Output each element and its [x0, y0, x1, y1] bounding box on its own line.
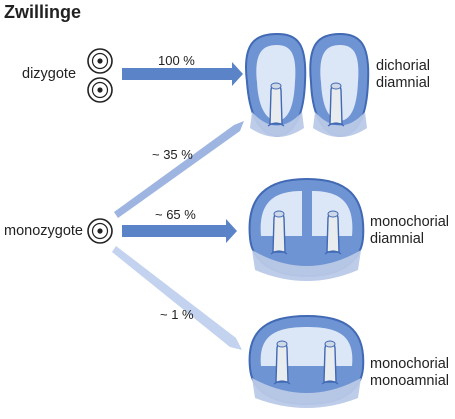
percent-monozygote-dichorial: ~ 35 % — [152, 147, 193, 162]
outcome-monochorial-monoamnial-label: monochorial monoamnial — [370, 356, 449, 390]
dizygote-cell-top-icon — [87, 48, 113, 74]
monozygote-cell-icon — [87, 218, 113, 244]
outcome-label-line1: monochorial — [370, 356, 449, 372]
percent-monozygote-monoamnial: ~ 1 % — [160, 307, 194, 322]
outcome-label-line1: dichorial — [376, 58, 430, 74]
percent-dizygote-dichorial: 100 % — [158, 53, 195, 68]
monozygote-label: monozygote — [4, 223, 83, 239]
outcome-label-line2: monoamnial — [370, 373, 449, 389]
arrow-monozygote-to-dichorial — [114, 121, 244, 218]
outcome-label-line2: diamnial — [370, 231, 424, 247]
arrow-monozygote-to-monochorial-diamnial — [122, 219, 237, 243]
outcome-label-line1: monochorial — [370, 214, 449, 230]
outcome-monochorial-diamnial-label: monochorial diamnial — [370, 214, 449, 248]
dichorial-diamnial-illustration — [245, 32, 370, 138]
arrow-dizygote-to-dichorial — [122, 62, 243, 86]
outcome-label-line2: diamnial — [376, 75, 430, 91]
monochorial-diamnial-illustration — [248, 177, 365, 281]
dizygote-cell-bottom-icon — [87, 77, 113, 103]
outcome-dichorial-diamnial-label: dichorial diamnial — [376, 58, 430, 92]
percent-monozygote-monochorial-diamnial: ~ 65 % — [155, 207, 196, 222]
arrow-monozygote-to-monochorial-monoamnial — [112, 246, 242, 350]
dizygote-label: dizygote — [22, 66, 77, 82]
monochorial-monoamnial-illustration — [248, 314, 365, 408]
page-title: Zwillinge — [4, 2, 82, 22]
